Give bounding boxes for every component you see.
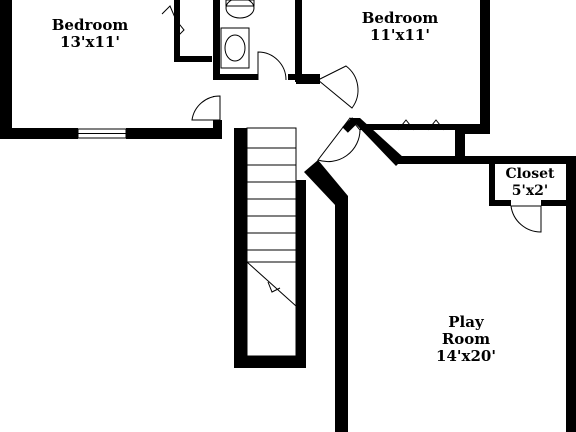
wall-playroom-north-b (460, 156, 576, 164)
wall-stairs-west (234, 128, 247, 368)
wall-right-bedroom-east (480, 0, 490, 134)
room-dimensions: 13'x11' (60, 33, 120, 51)
wall-bath-west (213, 0, 220, 80)
wall-closet-south-b (541, 200, 567, 206)
room-dimensions: 11'x11' (370, 26, 430, 44)
wall-closet-west (489, 164, 495, 206)
room-label-closet: Closet 5'x2' (496, 166, 564, 200)
wall-stairs-east (296, 180, 306, 368)
wall-playroom-west (335, 196, 348, 432)
bifold-door-right-b (427, 119, 445, 131)
wall-right-bedroom-northwest (296, 74, 320, 84)
wall-bath-south-a (213, 74, 258, 80)
bifold-door-left (161, 5, 185, 39)
wall-right-bedroom-south (360, 124, 480, 130)
room-dimensions: 14'x20' (436, 347, 496, 365)
stair-treads (246, 147, 297, 307)
sink-icon (224, 34, 246, 62)
bath-door (257, 51, 287, 81)
sink-counter (220, 27, 250, 69)
stairs (246, 127, 297, 357)
wall-left-closet-a (174, 0, 180, 60)
wall-right-bedroom-south-east (455, 124, 490, 134)
room-dimensions: 5'x2' (511, 183, 549, 199)
closet-door (510, 205, 542, 233)
wall-playroom-east (566, 156, 576, 432)
wall-playroom-west-diag (304, 160, 348, 206)
room-name: Closet (505, 166, 555, 182)
hall-door-right (317, 65, 359, 109)
toilet (225, 0, 255, 19)
wall-left-bedroom-south-a (0, 128, 78, 139)
wall-playroom-north-a (396, 156, 466, 164)
wall-left-bedroom-south-b (126, 128, 222, 139)
wall-angled (350, 118, 404, 166)
wall-stairs-bottom (234, 356, 306, 368)
room-name-line2: Room (441, 330, 491, 348)
bifold-door-right-a (397, 119, 415, 131)
wall-left-bedroom-west (0, 0, 12, 139)
wall-hall-gap (455, 130, 465, 164)
room-label-bedroom-left: Bedroom 13'x11' (40, 17, 140, 51)
wall-closet-south-a (489, 200, 511, 206)
room-name-line1: Play (448, 313, 484, 331)
wall-left-closet-b (174, 56, 212, 62)
room-name: Bedroom (51, 16, 129, 34)
hall-door-left (191, 95, 221, 121)
wall-bath-east (295, 0, 302, 80)
room-name: Bedroom (361, 9, 439, 27)
room-label-bedroom-right: Bedroom 11'x11' (350, 10, 450, 44)
room-label-play-room: Play Room 14'x20' (416, 314, 516, 365)
